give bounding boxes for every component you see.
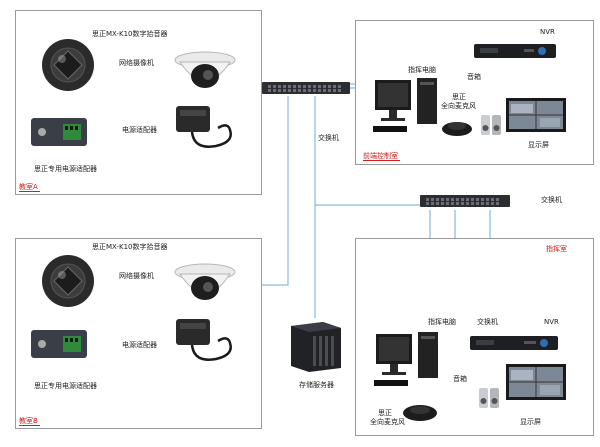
room-a-box bbox=[15, 10, 262, 195]
command-room-label: 指挥室 bbox=[546, 245, 567, 253]
mic-top-label-2: 全向麦克风 bbox=[441, 102, 476, 110]
mic-bottom-label-2: 全向麦克风 bbox=[370, 418, 405, 426]
pc-bottom-icon bbox=[374, 332, 438, 386]
speaker-bottom-icon bbox=[479, 388, 499, 408]
pickup-a-icon bbox=[42, 39, 94, 91]
pickup-a bbox=[40, 37, 96, 93]
monitor-bottom bbox=[506, 364, 568, 404]
camera-b bbox=[172, 262, 238, 304]
monitor-top-icon bbox=[506, 98, 566, 132]
sz-adapter-b-icon bbox=[31, 330, 87, 358]
pickup-b-icon bbox=[42, 255, 94, 307]
storage-server bbox=[289, 318, 345, 372]
pc-bottom bbox=[374, 326, 444, 392]
camera-b-icon bbox=[174, 263, 236, 300]
room-a-label: 教室A bbox=[19, 183, 40, 192]
mic-top-icon bbox=[442, 122, 472, 136]
nvr-top-icon bbox=[474, 44, 556, 58]
pc-bottom-label: 指挥电脑 bbox=[428, 318, 456, 326]
speaker-bottom bbox=[478, 386, 502, 410]
nvr-top-label: NVR bbox=[540, 28, 555, 36]
mic-bottom-label-1: 思正 bbox=[378, 409, 392, 417]
storage-server-icon bbox=[291, 322, 341, 372]
speaker-top bbox=[480, 113, 504, 137]
storage-label: 存储服务器 bbox=[299, 381, 334, 389]
switch-top bbox=[262, 80, 352, 96]
speaker-bottom-label: 音箱 bbox=[453, 375, 467, 383]
speaker-top-label: 音箱 bbox=[467, 73, 481, 81]
pickup-b bbox=[40, 253, 96, 309]
monitor-top bbox=[506, 98, 568, 136]
mic-bottom-icon bbox=[403, 405, 437, 421]
pc-top bbox=[373, 72, 443, 138]
camera-a bbox=[172, 50, 238, 92]
switch-mid bbox=[420, 192, 512, 210]
mic-bottom bbox=[400, 398, 440, 424]
room-b-label: 教室B bbox=[19, 417, 40, 426]
speaker-top-icon bbox=[481, 115, 501, 135]
monitor-bottom-icon bbox=[506, 364, 566, 400]
switch-mid-icon bbox=[420, 195, 510, 207]
sz-adapter-a-label: 思正专用电源适配器 bbox=[34, 165, 97, 173]
front-control-room-label: 前端控制室 bbox=[363, 152, 400, 161]
nvr-bottom-icon bbox=[470, 336, 558, 350]
power-a-label: 电源适配器 bbox=[122, 126, 157, 134]
switch-cmd-label: 交换机 bbox=[477, 318, 498, 326]
camera-b-label: 网络摄像机 bbox=[119, 272, 154, 280]
camera-a-icon bbox=[174, 51, 236, 88]
sz-adapter-a-icon bbox=[31, 118, 87, 146]
sz-adapter-b bbox=[30, 326, 92, 362]
monitor-bottom-label: 显示屏 bbox=[520, 418, 541, 426]
nvr-bottom bbox=[470, 332, 560, 354]
power-adapter-a-icon bbox=[176, 106, 232, 148]
power-b-label: 电源适配器 bbox=[122, 341, 157, 349]
mic-top-label-1: 思正 bbox=[452, 93, 466, 101]
monitor-top-label: 显示屏 bbox=[528, 141, 549, 149]
nvr-bottom-label: NVR bbox=[544, 318, 559, 326]
nvr-top bbox=[474, 40, 558, 62]
sz-adapter-a bbox=[30, 114, 92, 150]
switch-top-label: 交换机 bbox=[318, 134, 339, 142]
camera-a-label: 网络摄像机 bbox=[119, 59, 154, 67]
switch-top-icon bbox=[262, 82, 350, 94]
pickup-b-label: 思正MX-K10数字拾音器 bbox=[92, 243, 168, 251]
pickup-a-label: 思正MX-K10数字拾音器 bbox=[92, 30, 168, 38]
mic-top bbox=[440, 115, 476, 139]
sz-adapter-b-label: 思正专用电源适配器 bbox=[34, 382, 97, 390]
pc-top-icon bbox=[373, 78, 437, 132]
power-adapter-b bbox=[172, 313, 240, 371]
power-adapter-a bbox=[172, 100, 240, 158]
switch-mid-label: 交换机 bbox=[541, 196, 562, 204]
power-adapter-b-icon bbox=[176, 319, 232, 361]
pc-top-label: 指挥电脑 bbox=[408, 66, 436, 74]
